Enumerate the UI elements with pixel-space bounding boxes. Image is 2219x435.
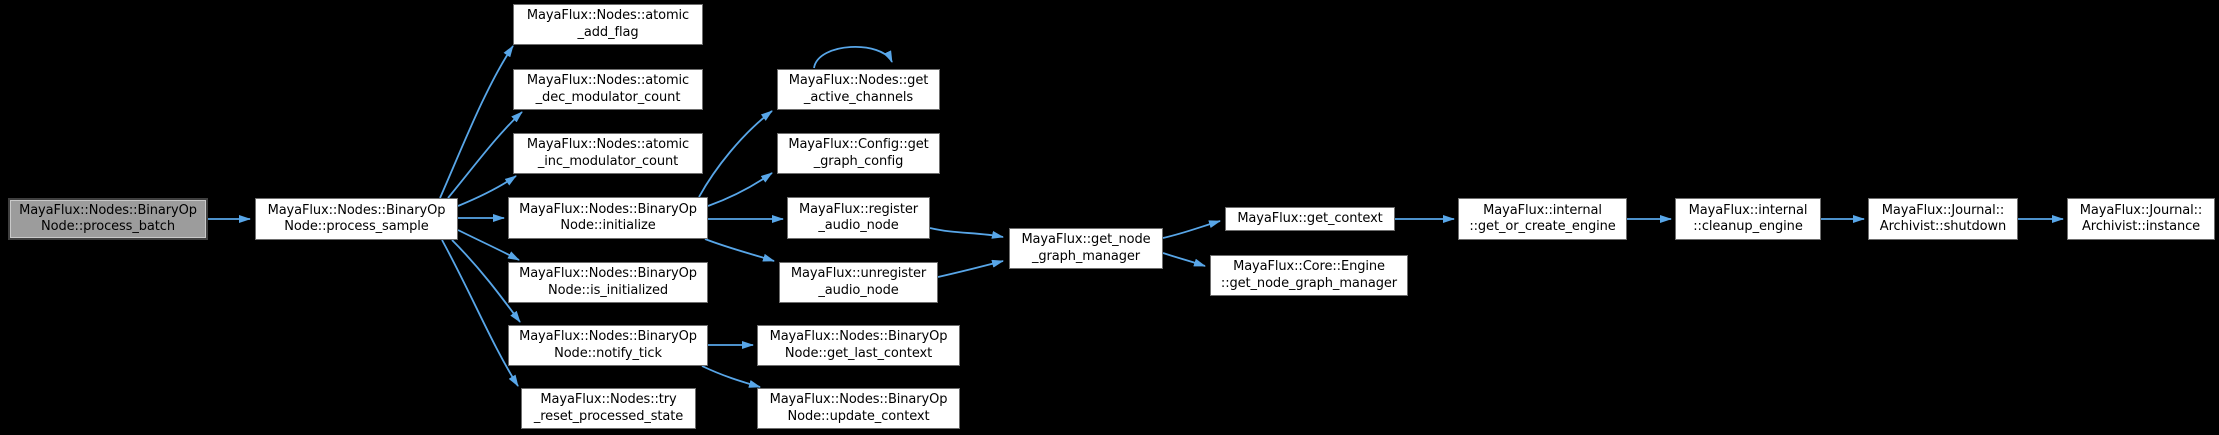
node-label-line: MayaFlux::internal: [1483, 202, 1602, 218]
node-label-line: MayaFlux::Nodes::BinaryOp: [519, 266, 697, 281]
node-label-line: Node::process_batch: [41, 219, 175, 234]
node-get_active_channels[interactable]: MayaFlux::Nodes::get_active_channels: [777, 69, 940, 110]
node-label-line: ::cleanup_engine: [1693, 219, 1803, 234]
node-unregister_audio_node[interactable]: MayaFlux::unregister_audio_node: [779, 262, 938, 303]
edge-get_active_channels-to-get_active_channels: [813, 45, 893, 69]
node-label-line: Node::notify_tick: [554, 345, 662, 361]
edge-initialize-to-get_active_channels: [698, 110, 773, 198]
node-cleanup_engine[interactable]: MayaFlux::internal::cleanup_engine: [1675, 198, 1821, 240]
node-atomic_add_flag[interactable]: MayaFlux::Nodes::atomic_add_flag: [513, 4, 703, 45]
node-label-line: MayaFlux::unregister: [790, 266, 927, 281]
node-label-line: Archivist::shutdown: [1879, 219, 2007, 234]
node-label-line: MayaFlux::Nodes::atomic: [526, 137, 690, 152]
node-label-line: MayaFlux::get_context: [1237, 210, 1383, 226]
node-get_context[interactable]: MayaFlux::get_context: [1225, 207, 1395, 231]
edge-process_sample-to-is_initialized: [457, 229, 520, 261]
node-label-line: MayaFlux::register: [799, 201, 918, 217]
edge-unregister_audio_node-to-get_node_graph_manager: [937, 259, 1004, 278]
node-register_audio_node[interactable]: MayaFlux::register_audio_node: [787, 197, 930, 239]
node-label-line: _reset_processed_state: [533, 408, 684, 424]
node-label-line: _audio_node: [818, 218, 899, 233]
edge-process_sample-to-atomic_add_flag: [439, 45, 514, 199]
node-get_or_create_engine[interactable]: MayaFlux::internal::get_or_create_engine: [1458, 198, 1627, 240]
node-label-line: Node::get_last_context: [784, 345, 933, 361]
node-engine_get_node_graph_manager[interactable]: MayaFlux::Core::Engine::get_node_graph_m…: [1210, 255, 1408, 296]
node-label-line: MayaFlux::Nodes::BinaryOp: [769, 392, 948, 407]
node-label-line: MayaFlux::Nodes::BinaryOp: [519, 329, 697, 344]
node-archivist_instance[interactable]: MayaFlux::Journal::Archivist::instance: [2067, 198, 2215, 240]
node-label-line: MayaFlux::Nodes::BinaryOp: [267, 202, 446, 218]
node-label-line: Node::update_context: [787, 408, 930, 424]
node-label-line: Node::is_initialized: [547, 282, 668, 298]
edge-initialize-to-get_graph_config: [707, 172, 773, 207]
edge-process_sample-to-atomic_inc_modulator_count: [457, 175, 517, 207]
node-archivist_shutdown[interactable]: MayaFlux::Journal::Archivist::shutdown: [1868, 198, 2018, 240]
node-label-line: Node::process_sample: [284, 219, 429, 234]
node-label-line: MayaFlux::Nodes::get: [788, 73, 929, 88]
edge-process_sample-to-try_reset_processed_state: [441, 239, 519, 387]
edge-register_audio_node-to-get_node_graph_manager: [929, 227, 1004, 239]
edge-get_node_graph_manager-to-engine_get_node_graph_manager: [1162, 252, 1206, 267]
node-label-line: _graph_manager: [1031, 248, 1141, 264]
node-label-line: ::get_node_graph_manager: [1220, 275, 1398, 291]
node-label-line: _add_flag: [577, 24, 639, 40]
node-label-line: MayaFlux::Config::get: [788, 137, 929, 152]
node-label-line: MayaFlux::Nodes::BinaryOp: [19, 202, 197, 218]
node-label-line: Archivist::instance: [2081, 219, 2201, 234]
node-label-line: MayaFlux::Nodes::try: [540, 392, 677, 407]
node-label-line: MayaFlux::Nodes::atomic: [526, 73, 690, 88]
node-label-line: MayaFlux::Nodes::atomic: [526, 8, 690, 23]
node-get_node_graph_manager[interactable]: MayaFlux::get_node_graph_manager: [1009, 228, 1163, 269]
node-label-line: _audio_node: [818, 282, 899, 298]
edge-process_sample-to-atomic_dec_modulator_count: [447, 111, 523, 199]
node-label-line: MayaFlux::internal: [1688, 202, 1808, 218]
node-get_graph_config[interactable]: MayaFlux::Config::get_graph_config: [777, 133, 940, 174]
node-label-line: _dec_modulator_count: [535, 89, 681, 105]
node-label-line: ::get_or_create_engine: [1469, 219, 1616, 234]
node-label-line: _active_channels: [803, 89, 914, 105]
node-label-line: MayaFlux::Core::Engine: [1233, 259, 1385, 274]
edge-initialize-to-unregister_audio_node: [704, 238, 775, 262]
edge-notify_tick-to-update_context: [701, 365, 761, 388]
node-label-line: MayaFlux::Nodes::BinaryOp: [519, 201, 697, 217]
node-try_reset_processed_state[interactable]: MayaFlux::Nodes::try_reset_processed_sta…: [521, 388, 696, 429]
node-atomic_dec_modulator_count[interactable]: MayaFlux::Nodes::atomic_dec_modulator_co…: [513, 69, 703, 110]
node-label-line: _graph_config: [813, 153, 904, 169]
node-label-line: MayaFlux::Nodes::BinaryOp: [769, 329, 948, 344]
node-label-line: _inc_modulator_count: [537, 153, 679, 169]
edge-process_sample-to-notify_tick: [451, 239, 521, 323]
node-label-line: Node::initialize: [560, 218, 656, 233]
edge-get_node_graph_manager-to-get_context: [1162, 220, 1221, 239]
node-label-line: MayaFlux::Journal::: [1881, 202, 2005, 218]
node-label-line: MayaFlux::Journal::: [2079, 202, 2203, 218]
node-label-line: MayaFlux::get_node: [1021, 232, 1151, 247]
node-atomic_inc_modulator_count[interactable]: MayaFlux::Nodes::atomic_inc_modulator_co…: [513, 133, 703, 174]
